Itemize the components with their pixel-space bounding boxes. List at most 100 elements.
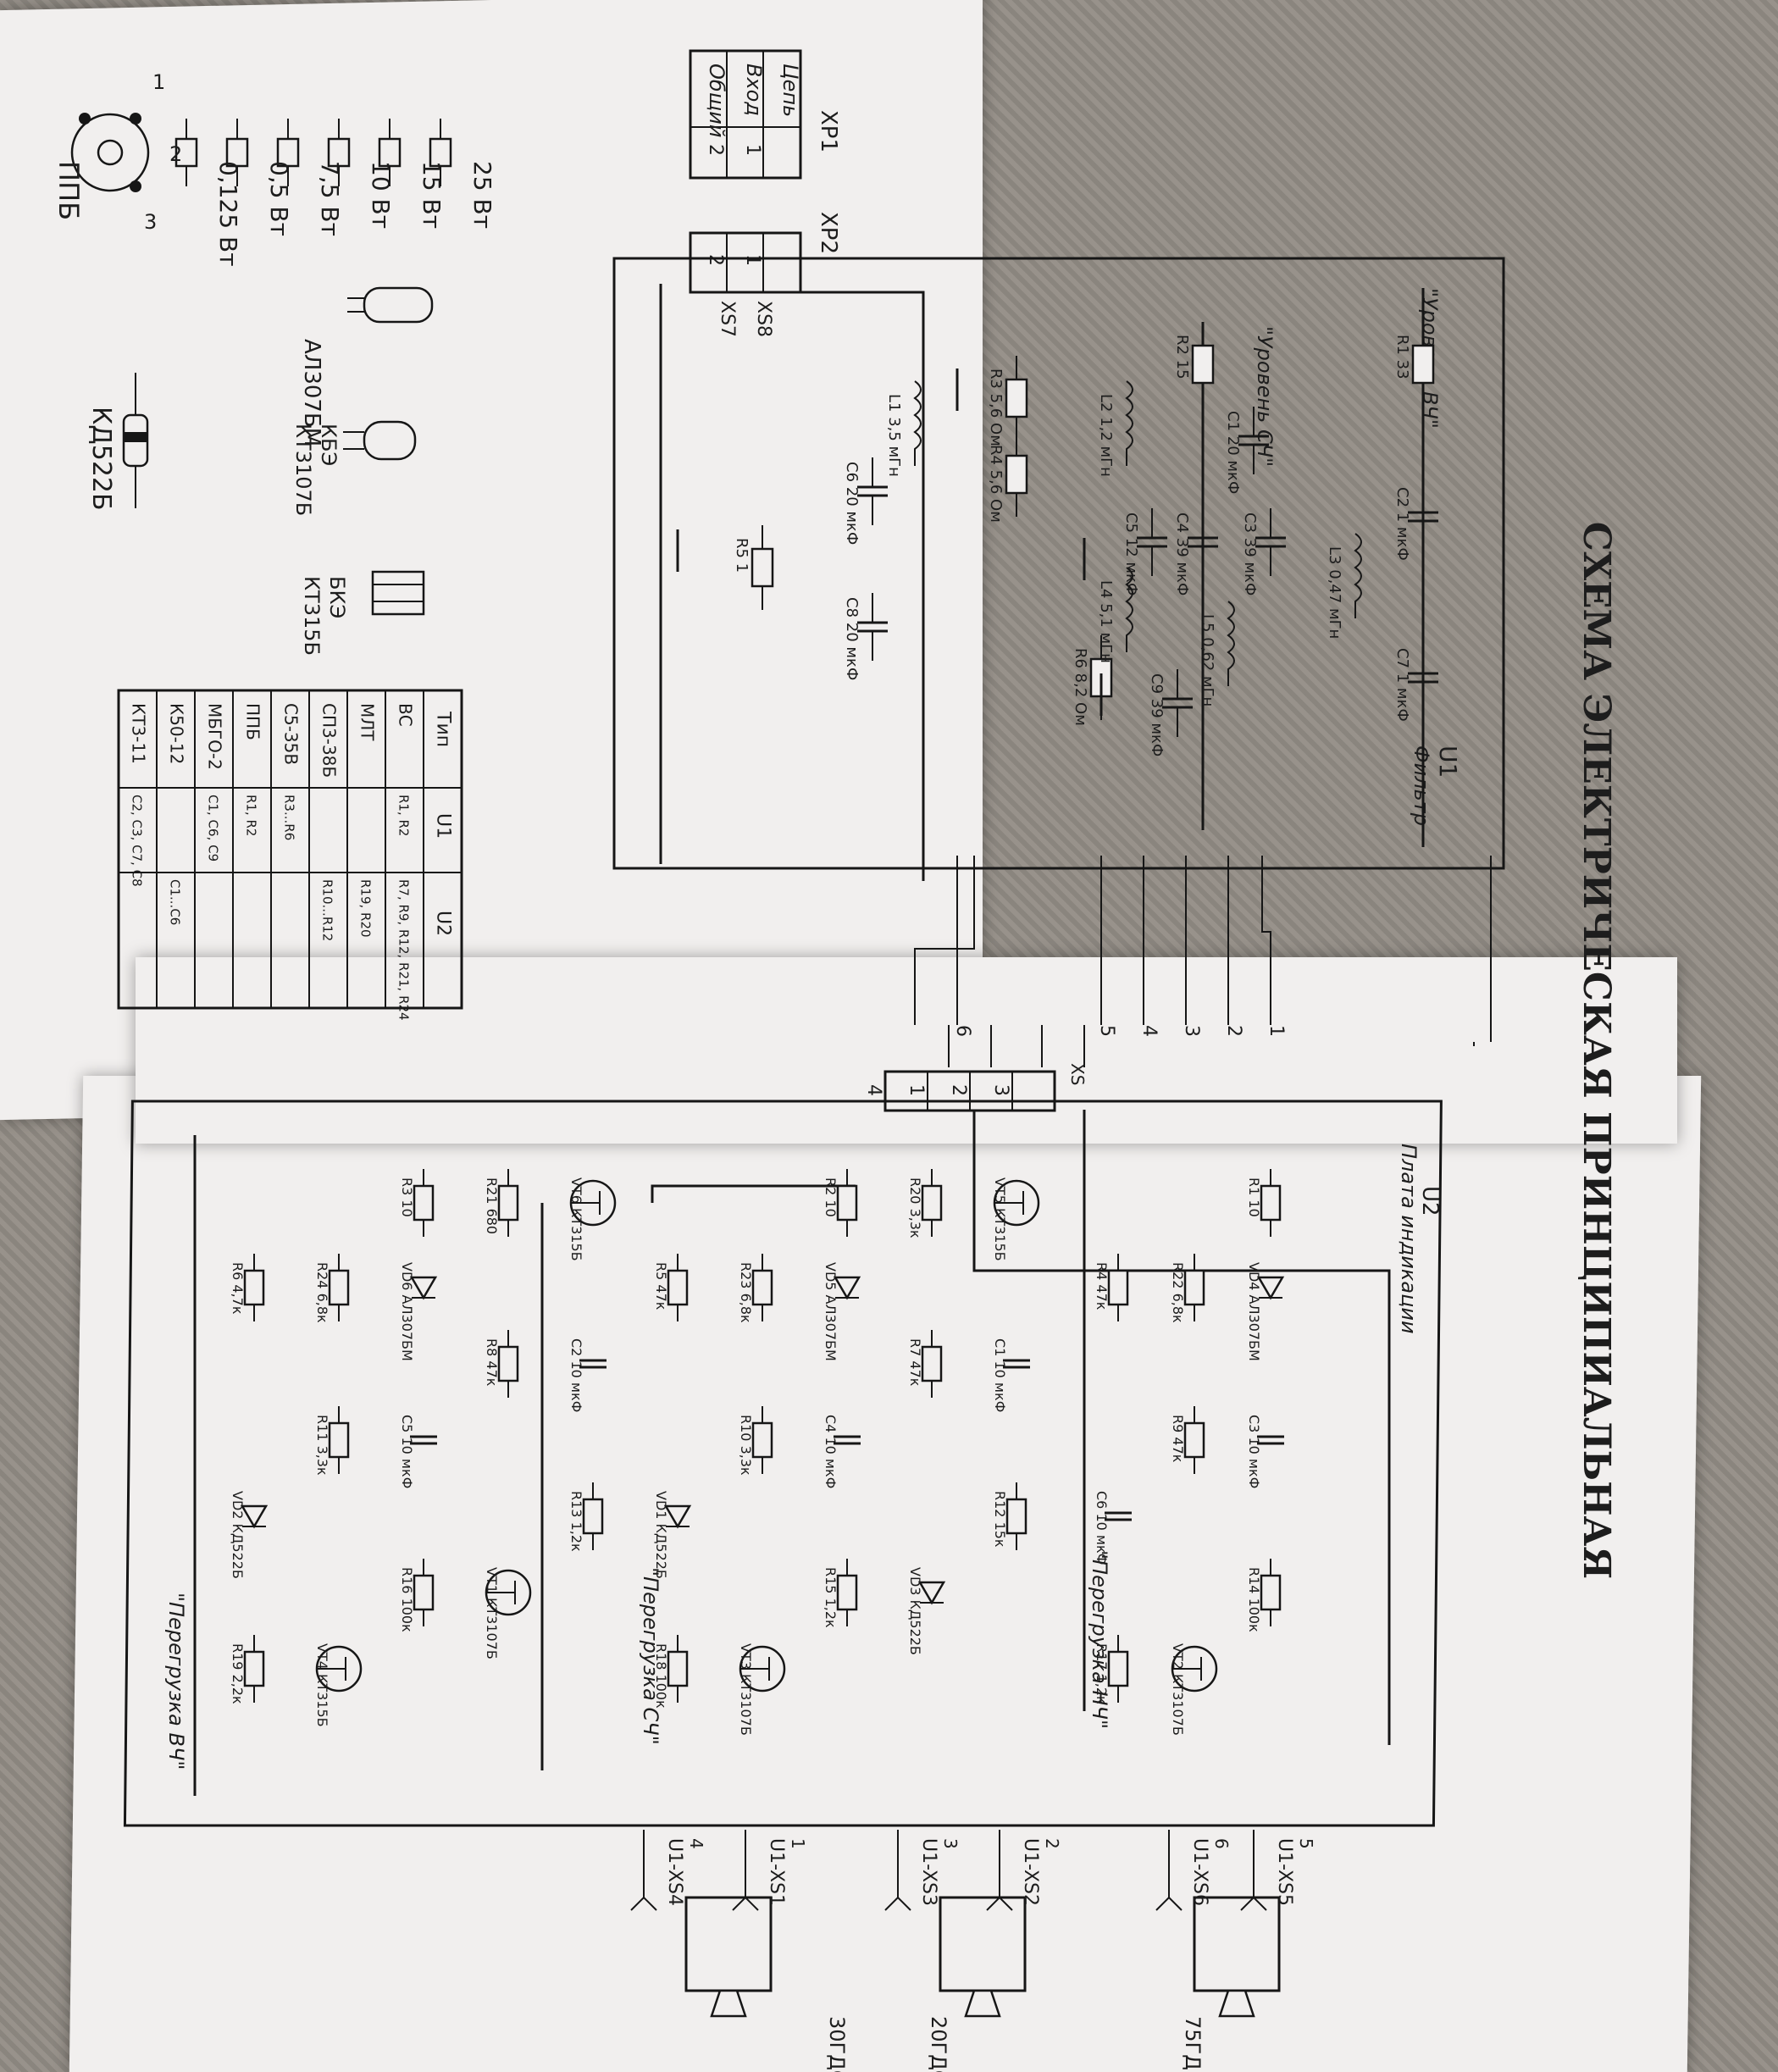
u1-output-3: 3 [1181, 1025, 1202, 1037]
u2-component: R4 47к [1094, 1254, 1129, 1321]
u1-label: U1 [1434, 745, 1462, 778]
indicator-label-mf: "Перегрузка СЧ" [639, 1567, 662, 1745]
connector-xp1: XP1 Цепь Вход Общий 1 2 [689, 49, 841, 180]
u2-component-label: VT4 КТ315Б [314, 1643, 330, 1727]
u2-component: VT4 КТ315Б [314, 1643, 363, 1727]
xp1-header-common: Общий [705, 64, 728, 138]
speaker-connector-label: U1-XS2 [1020, 1838, 1041, 1906]
u2-component: R24 6,8к [314, 1254, 350, 1323]
legend-transistor-npn: КТ315Б [300, 576, 324, 656]
u1-component-label: C6 20 мкФ [843, 462, 861, 545]
speaker-power-label: 20ГДС [927, 2016, 950, 2072]
u2-component: R9 47к [1170, 1406, 1205, 1474]
u2-component: R20 3,3к [907, 1169, 943, 1238]
switch-pin-1: 1 [152, 70, 165, 94]
u1-component: C7 1 мкФ [1393, 644, 1438, 722]
speaker-power-label: 75ГДН [1181, 2016, 1205, 2072]
u2-component: R17 1,2к [1094, 1635, 1129, 1704]
u2-component-label: R12 15к [992, 1491, 1008, 1548]
speaker-pin-number: 5 [1296, 1838, 1316, 1849]
speaker-pin-number: 3 [940, 1838, 961, 1849]
speaker-power-label: 30ГДС [825, 2016, 849, 2072]
u2-component: VD2 КД522Б [230, 1491, 269, 1579]
parts-table-cell-u2: R10...R12 [320, 879, 335, 941]
u1-output-1: 1 [1266, 1025, 1287, 1037]
u2-component-label: VD5 АЛ307БМ [823, 1262, 839, 1361]
parts-table-cell-type: МЛТ [357, 703, 378, 741]
u2-component: R7 47к [907, 1330, 943, 1398]
u2-component: VD3 КД522Б [907, 1567, 946, 1655]
xp1-pin-2: 2 [705, 144, 726, 156]
legend-diode: КД522Б [86, 407, 116, 511]
u1-component: C6 20 мкФ [843, 457, 888, 545]
u2-component-label: R1 10 [1246, 1177, 1262, 1217]
parts-table-header-u1: U1 [433, 813, 454, 839]
u2-component: VD5 АЛ307БМ [823, 1262, 861, 1361]
parts-table-frame [117, 689, 463, 1010]
u2-component-label: VD4 АЛ307БМ [1246, 1262, 1262, 1361]
u2-component-label: C4 10 мкФ [823, 1415, 839, 1488]
u2-component-label: R19 2,2к [230, 1643, 246, 1704]
u1-component-label: C5 12 мкФ [1122, 512, 1140, 596]
parts-table-cell-u1: C2, C3, C7, C8 [130, 795, 145, 887]
u2-component-label: R24 6,8к [314, 1262, 330, 1323]
u2-label: U2 [1417, 1186, 1443, 1216]
u1-component-label: R2 15 [1173, 335, 1191, 379]
xp2-pin-1: 1 [742, 254, 763, 266]
parts-table-cell-type: С5-35В [281, 703, 302, 765]
u2-component: R21 680 [484, 1169, 519, 1237]
u1-component: C2 1 мкФ [1393, 483, 1438, 561]
u2-component-label: R13 1,2к [568, 1491, 584, 1552]
u1-component: L5 0,62 мГн [1199, 601, 1235, 706]
u2-component: R13 1,2к [568, 1482, 604, 1552]
u1-component-label: R4 5,6 Ом [987, 445, 1005, 523]
u2-component: R3 10 [399, 1169, 435, 1237]
u1-component-label: C8 20 мкФ [843, 597, 861, 680]
u1-component: C3 39 мкФ [1241, 508, 1286, 596]
legend-pinout-kbe: КБЭ [317, 424, 341, 466]
legend-transistor-pnp: КТ3107Б [291, 424, 315, 516]
u2-component: R16 100к [399, 1559, 435, 1632]
u2-component: VT5 КТ315Б [992, 1177, 1040, 1261]
power-legend: 25 Вт 15 Вт 10 Вт 7,5 Вт 0,5 Вт [174, 119, 496, 267]
u2-component-label: VT1 КТ3107Б [484, 1567, 500, 1659]
u1-component-label: C1 20 мкФ [1224, 411, 1242, 494]
u2-component-label: R5 47к [653, 1262, 669, 1310]
u2-component-label: VD3 КД522Б [907, 1567, 923, 1655]
u1-component-label: L5 0,62 мГн [1199, 614, 1216, 706]
u2-component: R6 4,7к [230, 1254, 265, 1321]
u2-component-label: R23 6,8к [738, 1262, 754, 1323]
parts-table-cell-type: ВС [396, 703, 416, 727]
xs-block-label: XS [1067, 1063, 1088, 1085]
speaker-pin-number: 2 [1042, 1838, 1062, 1849]
u2-component-label: R3 10 [399, 1177, 415, 1217]
u2-component: C6 10 мкФ [1094, 1491, 1132, 1565]
speaker-connector-label: U1-XS3 [918, 1838, 939, 1906]
u2-component: C3 10 мкФ [1246, 1415, 1284, 1488]
parts-table-header-u2: U2 [433, 911, 454, 936]
u1-component-label: C7 1 мкФ [1393, 648, 1411, 722]
u2-component-label: C6 10 мкФ [1094, 1491, 1110, 1565]
component-legend: АЛ307БМ КБЭ КТ3107Б БКЭ КТ315Б КД522Б [86, 286, 434, 656]
speaker-connector-label: U1-XS4 [664, 1838, 685, 1906]
xp1-header-circuit: Цепь [778, 64, 802, 117]
u2-component-label: R20 3,3к [907, 1177, 923, 1238]
u1-component: L4 5,1 мГн [1097, 567, 1133, 663]
u2-component-label: VD2 КД522Б [230, 1491, 246, 1579]
u1-output-4: 4 [1138, 1025, 1160, 1037]
u2-component: R18 100к [653, 1635, 689, 1709]
parts-table-header-type: Тип [433, 711, 454, 747]
parts-table-cell-type: ППБ [243, 703, 263, 740]
parts-table-cell-type: СП3-38Б [319, 703, 340, 778]
speaker-connector-label: U1-XS6 [1189, 1838, 1210, 1906]
xp1-pin-1: 1 [742, 144, 763, 156]
u1-component: C8 20 мкФ [843, 593, 888, 680]
u2-component: C5 10 мкФ [399, 1415, 437, 1488]
parts-table-cell-u1: R1, R2 [244, 795, 259, 836]
